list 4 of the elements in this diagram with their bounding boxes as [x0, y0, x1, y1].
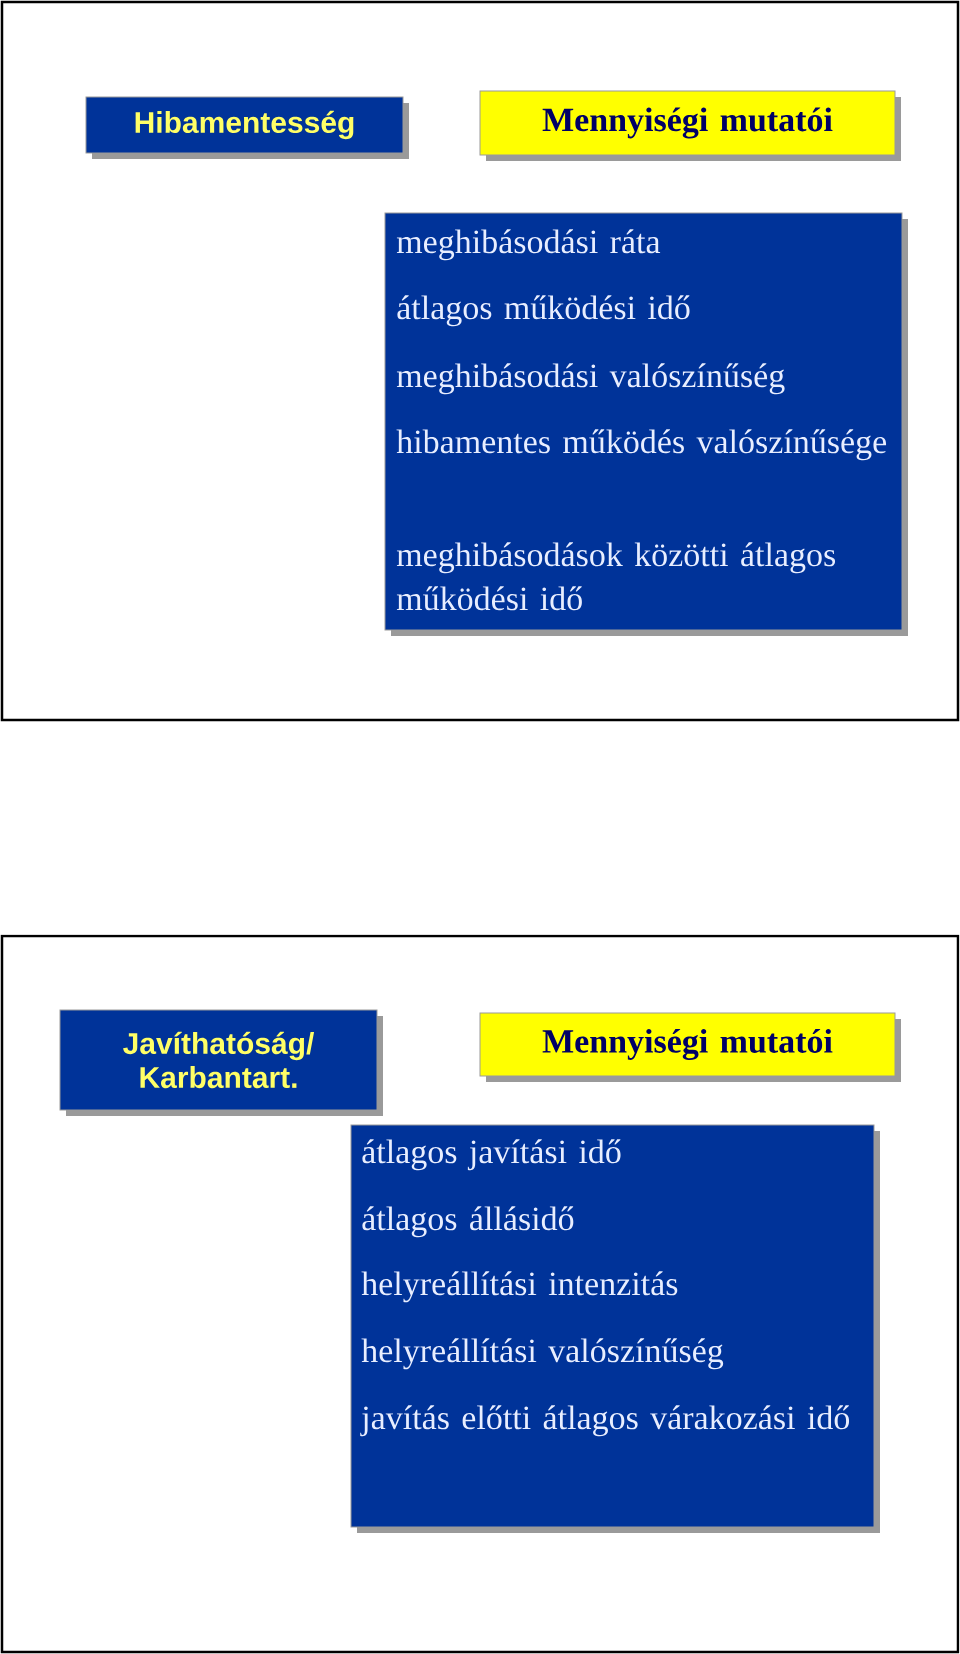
heading-box: Mennyiségi mutatói: [479, 90, 901, 161]
topic-box: Javíthatóság/ Karbantart.: [59, 1009, 383, 1116]
topic-box: Hibamentesség: [85, 96, 409, 159]
heading-box: Mennyiségi mutatói: [479, 1012, 901, 1082]
